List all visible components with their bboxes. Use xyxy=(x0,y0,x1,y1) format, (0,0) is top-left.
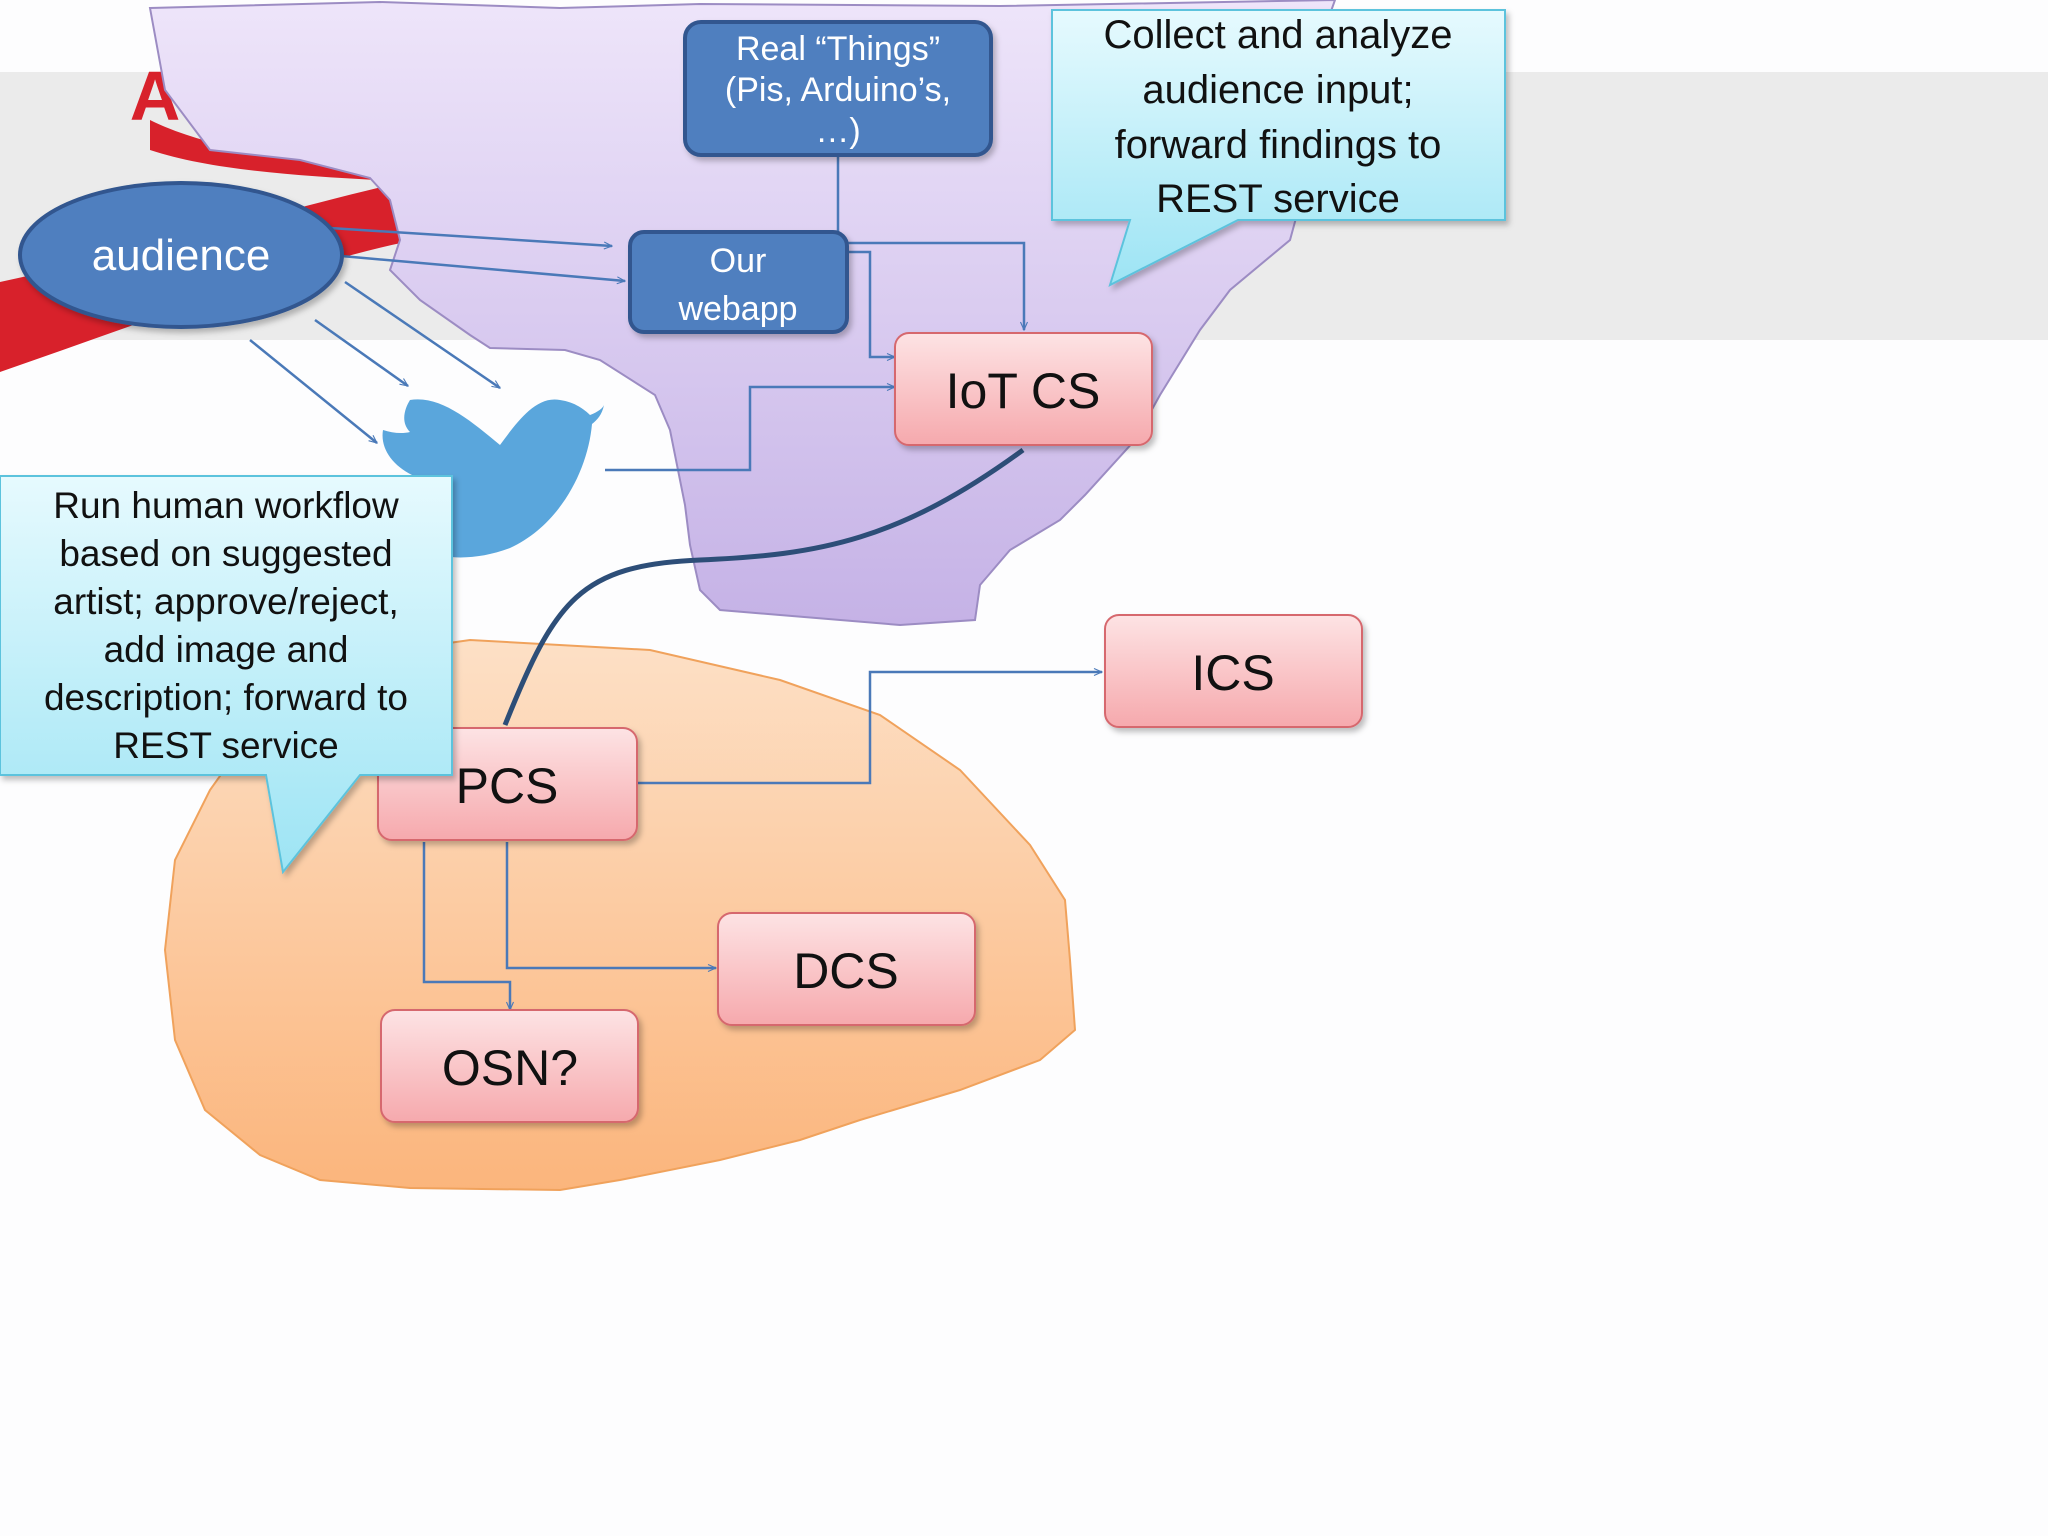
real-things-line-1: Real “Things” xyxy=(736,30,940,68)
dcs-label: DCS xyxy=(793,943,899,999)
arrow-pcs-to-ics xyxy=(638,672,1102,785)
real-things-line-3: …) xyxy=(815,112,860,150)
arrow-audience-to-webapp-1 xyxy=(329,226,612,246)
real-things-line-2: (Pis, Arduino’s, xyxy=(725,71,951,109)
callout-workflow-line-3: artist; approve/reject, xyxy=(53,581,398,622)
arrow-webapp-to-iotcs-2 xyxy=(848,250,895,357)
osn-label: OSN? xyxy=(442,1040,578,1096)
node-dcs xyxy=(717,912,976,1026)
arrow-twitter-to-iotcs xyxy=(605,387,895,472)
callout-workflow-line-1: Run human workflow xyxy=(53,485,399,526)
audience-label: audience xyxy=(92,231,271,280)
arrow-webapp-to-iotcs xyxy=(848,241,1024,330)
node-audience xyxy=(18,181,344,329)
callout-collect-line-4: REST service xyxy=(1156,177,1400,221)
callout-collect-line-3: forward findings to xyxy=(1115,123,1442,167)
node-iot-cs xyxy=(894,332,1153,446)
arrow-pcs-to-osn xyxy=(422,842,510,1010)
pcs-label: PCS xyxy=(456,758,559,814)
node-webapp xyxy=(628,230,849,334)
callout-workflow-line-6: REST service xyxy=(113,725,339,766)
arrow-audience-to-twitter-3 xyxy=(249,339,377,444)
callout-workflow-line-2: based on suggested xyxy=(59,533,392,574)
callout-collect xyxy=(1051,9,1506,287)
node-osn xyxy=(380,1009,639,1123)
arrow-audience-to-webapp-2 xyxy=(329,253,625,281)
arrow-audience-to-twitter-2 xyxy=(314,318,408,388)
node-real-things xyxy=(683,20,993,157)
ics-label: ICS xyxy=(1191,645,1274,701)
webapp-line-2: webapp xyxy=(677,290,797,328)
callout-workflow xyxy=(0,475,453,875)
webapp-line-1: Our xyxy=(710,242,767,280)
callout-collect-line-2: audience input; xyxy=(1142,68,1413,112)
arrow-audience-to-twitter-1 xyxy=(344,280,500,390)
callout-workflow-line-5: description; forward to xyxy=(44,677,408,718)
callout-collect-line-1: Collect and analyze xyxy=(1103,13,1452,57)
arrow-pcs-to-dcs xyxy=(505,842,716,968)
node-ics xyxy=(1104,614,1363,728)
connectors xyxy=(249,155,1102,1010)
iot-cs-label: IoT CS xyxy=(946,363,1101,419)
curve-iotcs-to-pcs xyxy=(502,447,1025,726)
callout-workflow-line-4: add image and xyxy=(104,629,349,670)
